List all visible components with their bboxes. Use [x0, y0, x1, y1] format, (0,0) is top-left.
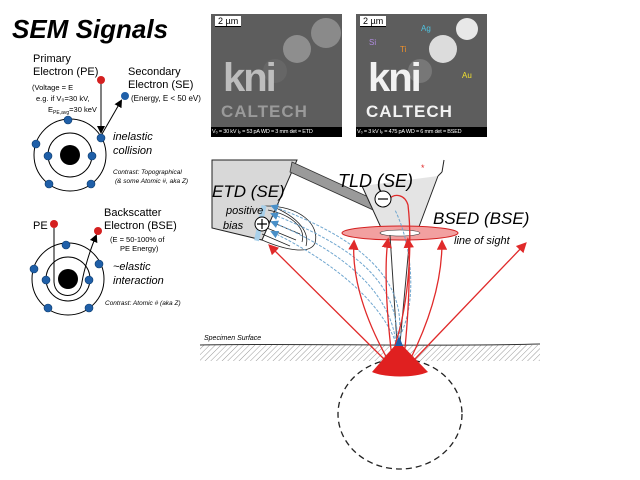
- pe-label: PE: [33, 220, 48, 232]
- primary-electron-icon: [97, 76, 105, 84]
- scale-bar: 2 µm: [360, 16, 387, 27]
- scale-bar: 2 µm: [215, 16, 242, 27]
- plus-icon: [254, 216, 270, 232]
- interaction-label-2: collision: [113, 145, 152, 157]
- nucleus-icon: [58, 269, 78, 289]
- interaction-label-2: interaction: [113, 275, 164, 287]
- interaction-label: inelastic: [113, 131, 153, 143]
- sem-image-bsed: 2 µm kni CALTECH Si Ti Ag Au V₀ = 3 kV i…: [356, 14, 487, 137]
- nucleus-icon: [60, 145, 80, 165]
- kni-logo: kni: [223, 56, 277, 100]
- etd-label: ETD (SE): [212, 182, 285, 201]
- backscatter-electron-icon: [94, 227, 102, 235]
- se-trajectories: [270, 204, 412, 344]
- label-au: Au: [462, 71, 472, 80]
- label-ag: Ag: [421, 24, 431, 33]
- se-label-2: Electron (SE): [128, 79, 193, 91]
- se-label: Secondary: [128, 66, 181, 78]
- minus-icon: [374, 190, 392, 208]
- positive-label: positive: [225, 205, 263, 217]
- bse-trajectories: [268, 194, 527, 361]
- interaction-label: ~elastic: [113, 261, 151, 273]
- bsed-label: BSED (BSE): [433, 209, 529, 228]
- image-footer: V₀ = 30 kV iₚ = 53 pA WD = 3 mm det = ET…: [211, 127, 342, 137]
- pe-label: Primary: [33, 53, 71, 65]
- slide-title: SEM Signals: [12, 14, 168, 44]
- se-atom-diagram: Primary Electron (PE) (Voltage = E e.g. …: [31, 53, 201, 192]
- bse-label: Backscatter: [104, 207, 162, 219]
- voltage-line-1: (Voltage = E: [32, 83, 73, 92]
- specimen-surface-label: Specimen Surface: [204, 335, 261, 342]
- contrast-label: Contrast: Topographical: [113, 169, 182, 176]
- detector-diagram: Specimen Surface: [199, 159, 541, 470]
- image-footer: V₀ = 3 kV iₚ = 475 pA WD = 6 mm det = BS…: [356, 127, 487, 137]
- bse-energy: (E = 50-100% of: [110, 235, 165, 244]
- contrast-label-2: (& some Atomic #, aka Z): [115, 178, 188, 185]
- voltage-line-2: e.g. if V₀=30 kV,: [36, 94, 90, 103]
- tld-label: TLD (SE): [338, 171, 413, 191]
- caltech-logo: CALTECH: [366, 102, 453, 121]
- bse-label-2: Electron (BSE): [104, 220, 177, 232]
- label-si: Si: [369, 38, 377, 47]
- bse-atom-diagram: PE Backscatter Electron (BSE) (E = 50-10…: [29, 207, 181, 316]
- bias-label: bias: [223, 220, 244, 232]
- tld-footnote-mark: *: [421, 163, 425, 173]
- electron-icons: [29, 240, 104, 313]
- electron-icons: [31, 115, 106, 189]
- specimen-surface-line: [199, 343, 541, 346]
- excitation-volume: [372, 343, 428, 377]
- contrast-label: Contrast: Atomic # (aka Z): [105, 300, 181, 307]
- label-ti: Ti: [400, 45, 407, 54]
- secondary-electron-icon: [121, 92, 129, 100]
- voltage-line-3: EPE,avg=30 keV: [48, 105, 97, 116]
- caltech-logo: CALTECH: [221, 102, 308, 121]
- kni-logo: kni: [368, 56, 422, 100]
- sem-image-etd: 2 µm kni CALTECH V₀ = 30 kV iₚ = 53 pA W…: [211, 14, 342, 137]
- se-energy: (Energy, E < 50 eV): [131, 94, 201, 103]
- primary-electron-icon: [50, 220, 58, 228]
- bse-energy-2: PE Energy): [120, 244, 159, 253]
- line-of-sight-label: line of sight: [454, 235, 511, 247]
- pe-label-2: Electron (PE): [33, 66, 98, 78]
